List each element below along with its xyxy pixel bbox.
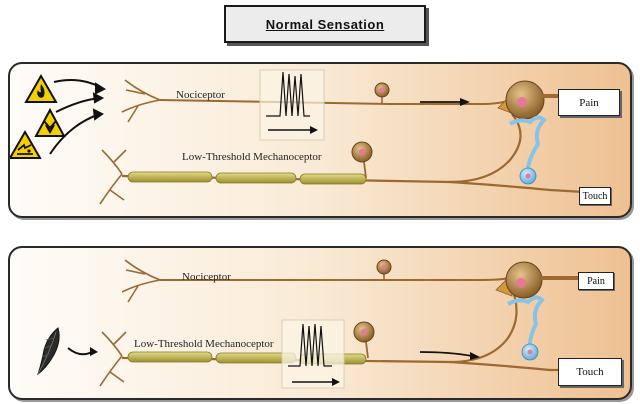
mechanoceptor-axon-bottom <box>121 283 518 364</box>
signal-arrow-bottom <box>419 351 480 360</box>
touch-output-box-bottom: Touch <box>558 358 622 386</box>
touch-output-box-top: Touch <box>579 187 611 205</box>
bottom-panel: Nociceptor Low-Threshold Mechanoceptor P… <box>8 246 632 400</box>
nociceptor-label-top: Nociceptor <box>176 89 225 101</box>
touch-label-top: Touch <box>582 190 608 202</box>
stimulus-arrows <box>49 79 107 155</box>
nociceptor-dendrites-bottom <box>121 259 161 303</box>
nociceptor-dendrites <box>121 79 161 123</box>
top-panel-diagram <box>49 69 585 205</box>
touch-branch-bottom <box>449 360 558 372</box>
chemical-hazard-icon <box>10 130 42 159</box>
pain-output-box-top: Pain <box>558 89 620 116</box>
signal-arrow-top <box>420 98 470 106</box>
mechanoceptor-dendrites-bottom <box>99 331 127 387</box>
title-box: Normal Sensation <box>224 5 426 43</box>
page-title: Normal Sensation <box>265 16 385 32</box>
projection-neuron <box>497 80 558 120</box>
mechanoceptor-label-top: Low-Threshold Mechanoceptor <box>182 151 322 163</box>
pain-output-box-bottom: Pain <box>578 272 614 290</box>
nociceptor-cell-body-bottom <box>376 259 392 280</box>
fire-hazard-icon <box>24 74 58 103</box>
pain-label-bottom: Pain <box>587 275 605 287</box>
falling-object-hazard-icon <box>34 108 66 137</box>
nociceptor-cell-body <box>374 82 390 104</box>
stimulus-arrow-feather <box>67 347 98 356</box>
touch-branch-top <box>449 180 585 194</box>
mechanoceptor-dendrites <box>99 149 127 205</box>
top-panel: Nociceptor Low-Threshold Mechanoceptor P… <box>8 62 632 218</box>
feather-icon <box>37 327 60 376</box>
projection-neuron-bottom <box>495 261 580 299</box>
pain-label-top: Pain <box>579 96 599 109</box>
touch-label-bottom: Touch <box>576 366 604 378</box>
action-potential-inset-bottom <box>281 319 345 389</box>
bottom-panel-diagram <box>67 259 580 389</box>
action-potential-inset <box>259 69 325 141</box>
nociceptor-label-bottom: Nociceptor <box>182 271 231 283</box>
mechanoceptor-cell-body-bottom <box>353 321 375 359</box>
myelin-sheaths <box>127 171 367 185</box>
inhibitory-interneuron <box>508 115 547 185</box>
mechanoceptor-cell-body <box>351 141 373 179</box>
mechanoceptor-axon <box>121 113 522 184</box>
inhibitory-interneuron-bottom <box>506 295 545 361</box>
mechanoceptor-label-bottom: Low-Threshold Mechanoceptor <box>134 338 274 350</box>
